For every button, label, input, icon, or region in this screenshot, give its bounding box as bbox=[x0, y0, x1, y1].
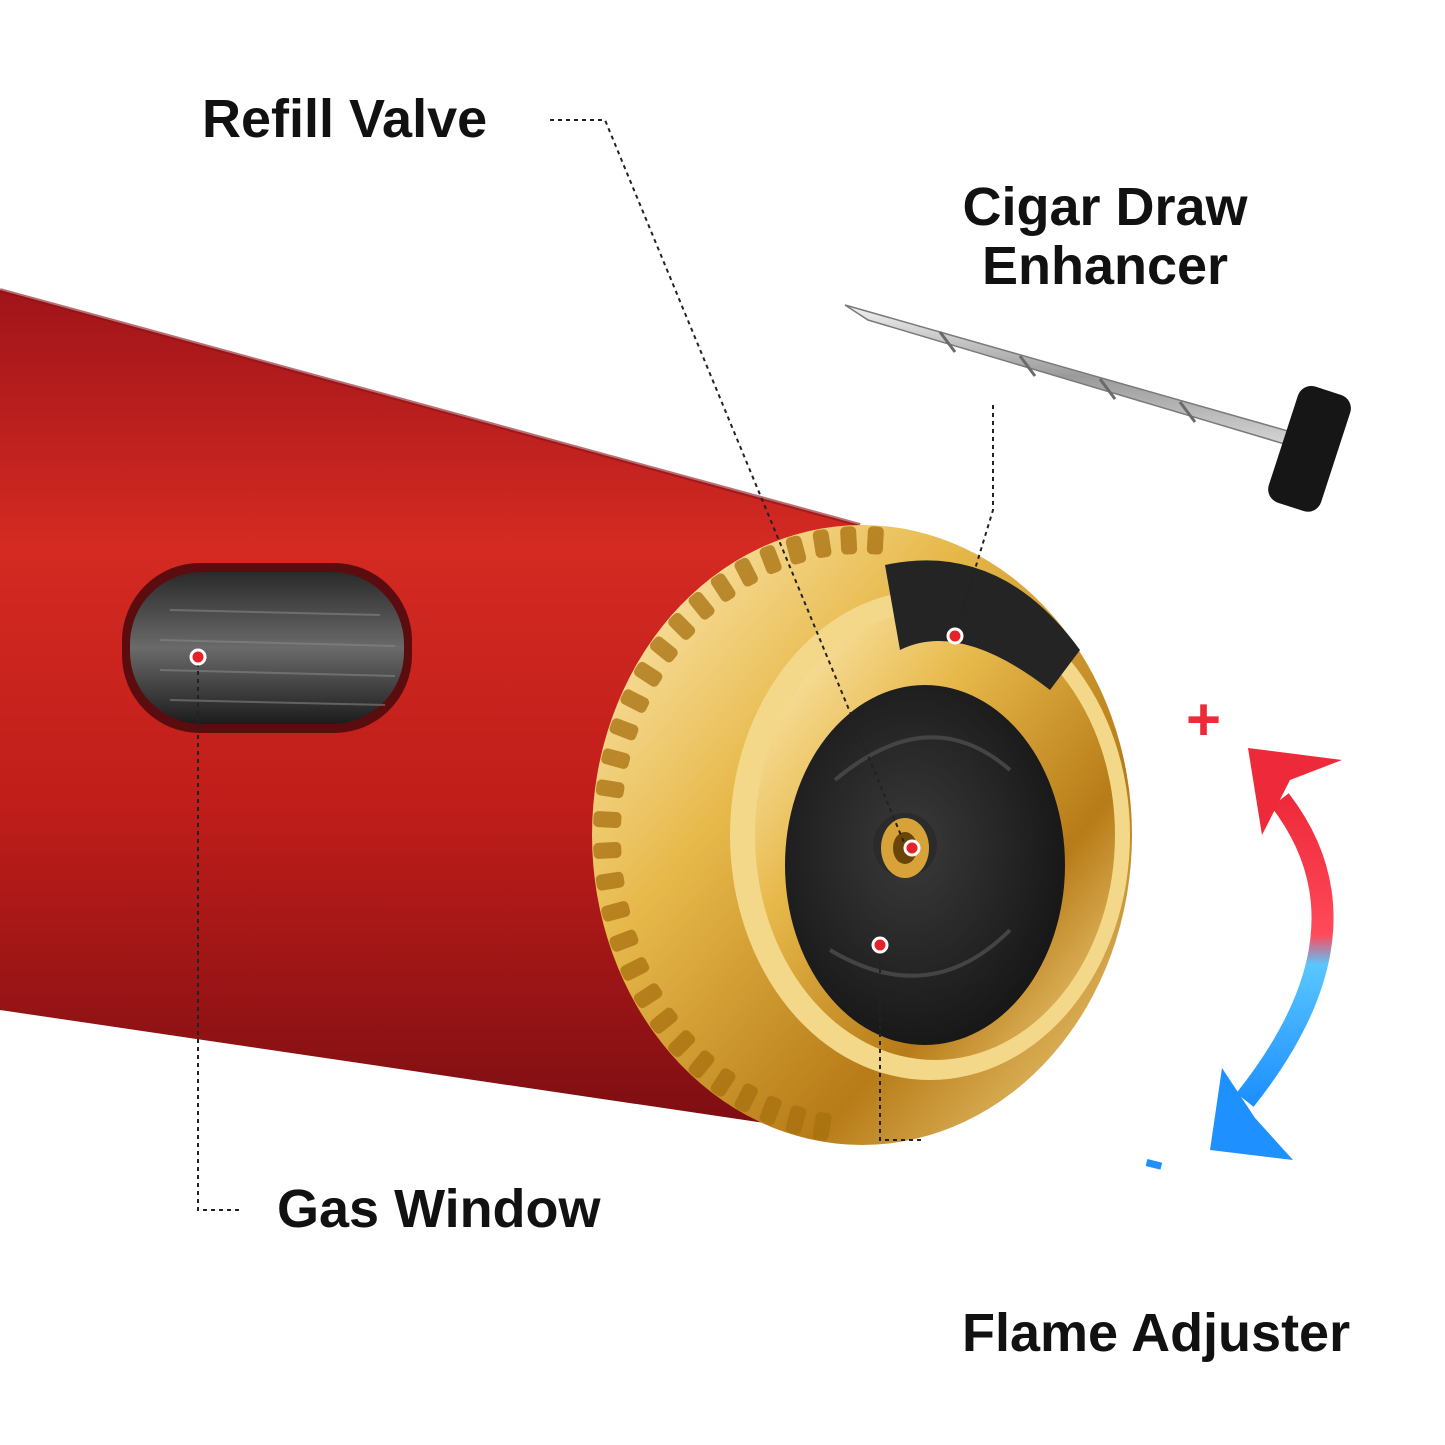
marker-refill-valve bbox=[903, 839, 921, 857]
marker-flame-adjuster bbox=[871, 936, 889, 954]
leader-lines bbox=[197, 119, 994, 1211]
adjust-arrow bbox=[1210, 748, 1342, 1160]
marker-gas-window bbox=[189, 648, 207, 666]
marker-cigar-draw-enhancer bbox=[946, 627, 964, 645]
label-gas-window: Gas Window bbox=[277, 1179, 601, 1239]
plus-sign: + bbox=[1186, 686, 1222, 753]
label-refill-valve: Refill Valve bbox=[202, 89, 488, 149]
label-cigar-draw-enhancer: Cigar Draw Enhancer bbox=[962, 177, 1248, 297]
cigar-draw-enhancer bbox=[844, 304, 1351, 512]
gas-window bbox=[122, 563, 412, 733]
marker-dots bbox=[189, 627, 964, 954]
label-flame-adjuster: Flame Adjuster bbox=[962, 1303, 1351, 1363]
